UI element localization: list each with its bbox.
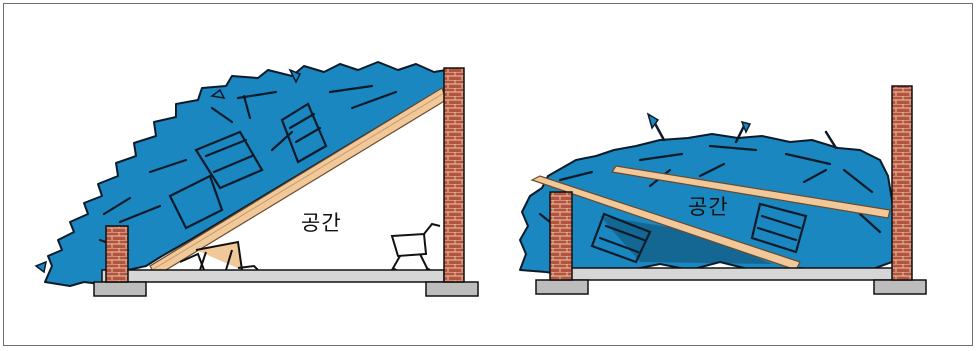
floor-slab-right (566, 268, 894, 280)
void-space-label-left: 공간 (301, 207, 342, 237)
brick-wall-left-tall (444, 68, 464, 282)
footing-right-b (874, 280, 926, 294)
brick-wall-left-short (106, 226, 128, 282)
floor-slab-left (102, 270, 444, 282)
brick-wall-right-tall (892, 86, 912, 280)
brick-wall-right-short (550, 192, 572, 280)
shopping-cart-left (392, 224, 440, 273)
footing-right-a (536, 280, 588, 294)
lean-to-collapse-panel (36, 62, 478, 296)
footing-left-b (426, 282, 478, 296)
void-space-label-right: 공간 (688, 191, 729, 221)
v-shape-collapse-panel (520, 86, 926, 294)
footing-left-a (94, 282, 146, 296)
